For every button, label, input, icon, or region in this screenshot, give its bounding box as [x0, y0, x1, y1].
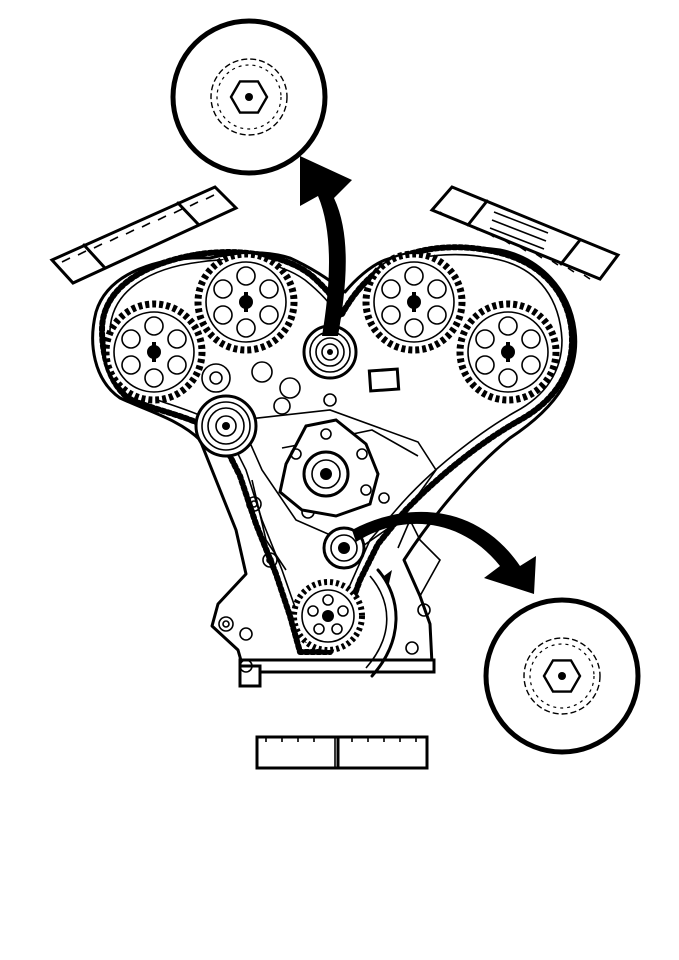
crankshaft-sprocket	[291, 579, 365, 653]
timing-mark-pointer	[384, 570, 392, 588]
crankshaft-cover-arc-inner	[365, 575, 388, 669]
camshaft-sprocket-left-inner	[194, 250, 298, 354]
belt-section-upper-right	[429, 185, 621, 281]
water-pump	[278, 418, 380, 518]
camshaft-sprocket-right-inner	[362, 250, 466, 354]
tensioner-pulley	[194, 394, 258, 458]
arrow-to-lower-detail	[352, 511, 536, 594]
belt-section-bottom	[255, 735, 429, 770]
camshaft-sprocket-right-outer	[456, 300, 560, 404]
arrow-to-upper-detail	[300, 156, 352, 336]
detail-hex-bolt-upper	[170, 18, 328, 176]
crankshaft-cover-arc	[370, 568, 398, 678]
camshaft-sprocket-left-outer	[102, 300, 206, 404]
detail-hex-bolt-lower	[483, 597, 641, 755]
auxiliary-pulleys	[201, 361, 301, 415]
belt-section-upper-left	[49, 185, 239, 285]
tensioner-idler-lower	[322, 526, 366, 570]
